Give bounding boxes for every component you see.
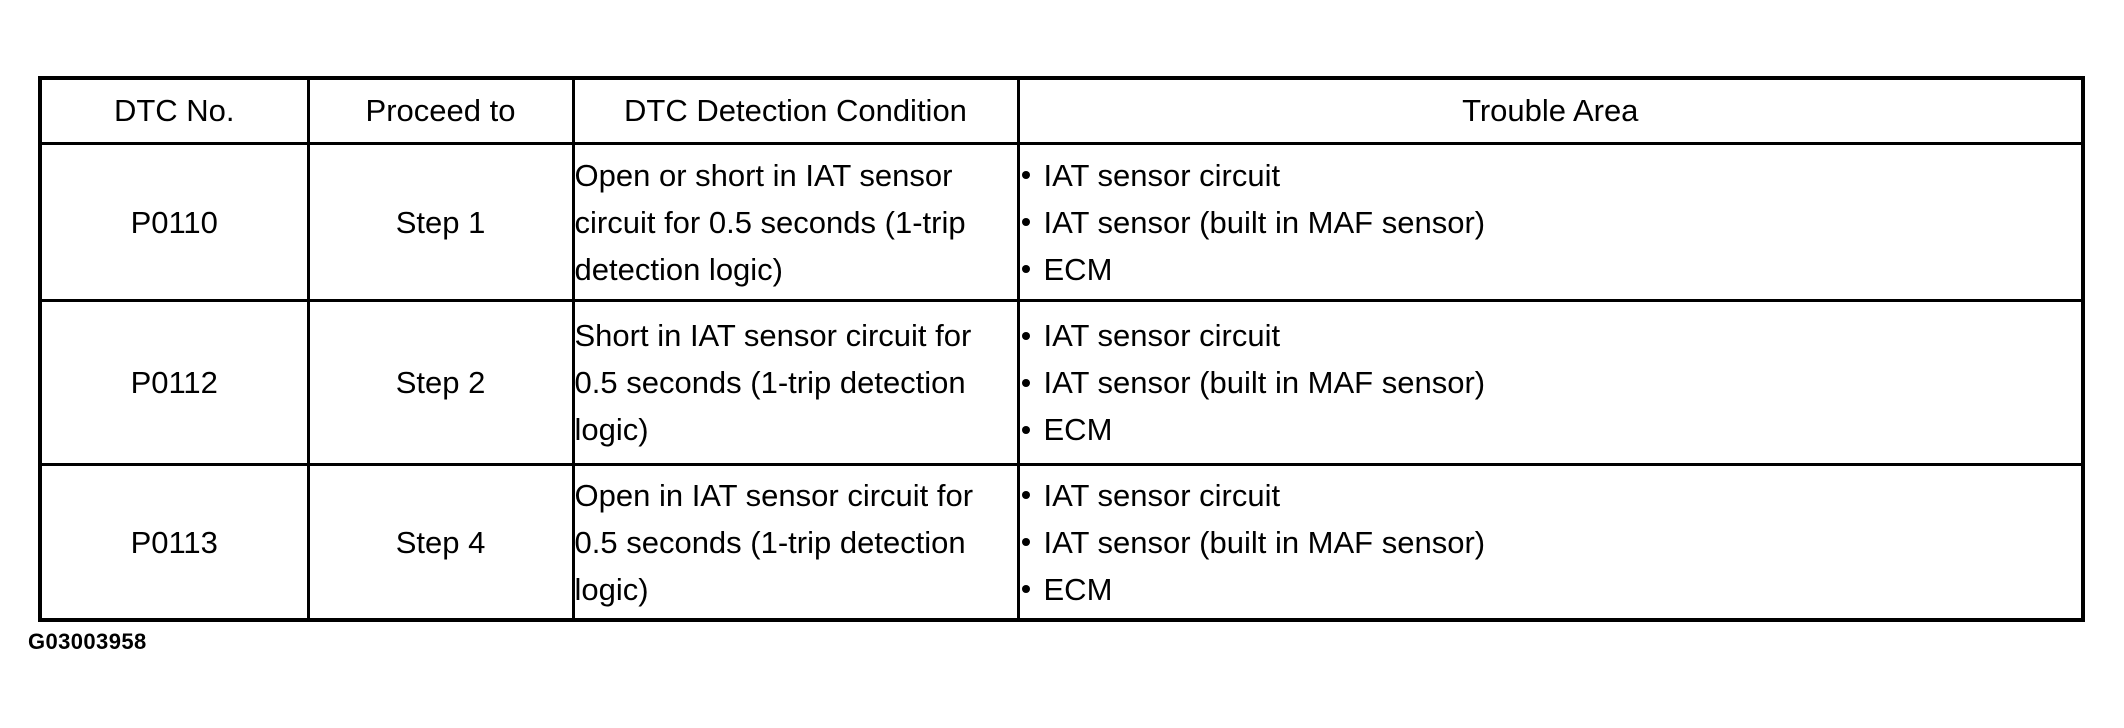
cell-trouble-area: IAT sensor circuit IAT sensor (built in … — [1016, 299, 2085, 466]
detection-condition-text: Short in IAT sensor circuit for 0.5 seco… — [574, 318, 972, 447]
bullet-icon — [1021, 331, 1030, 340]
bullet-icon — [1021, 425, 1030, 434]
table-row: P0112 Step 2 Short in IAT sensor circuit… — [38, 299, 2085, 466]
trouble-area-list: IAT sensor circuit IAT sensor (built in … — [1020, 312, 2082, 453]
cell-dtc-no: P0110 — [38, 142, 310, 302]
list-item: IAT sensor circuit — [1020, 152, 2082, 199]
cell-proceed-to: Step 2 — [306, 299, 575, 466]
cell-proceed-to: Step 4 — [306, 463, 575, 622]
figure-id-caption: G03003958 — [28, 629, 147, 654]
cell-dtc-no: P0112 — [38, 299, 310, 466]
dtc-table-container: DTC No. Proceed to DTC Detection Conditi… — [38, 76, 2085, 622]
trouble-area-text: IAT sensor circuit — [1043, 318, 1281, 353]
cell-detection-condition: Short in IAT sensor circuit for 0.5 seco… — [571, 299, 1020, 466]
bullet-icon — [1021, 378, 1030, 387]
dtc-diagnostic-table: DTC No. Proceed to DTC Detection Conditi… — [38, 76, 2085, 622]
list-item: IAT sensor circuit — [1020, 312, 2082, 359]
detection-condition-text: Open or short in IAT sensor circuit for … — [574, 157, 966, 287]
list-item: IAT sensor circuit — [1020, 472, 2082, 519]
column-header-trouble-area: Trouble Area — [1016, 76, 2085, 145]
trouble-area-text: IAT sensor (built in MAF sensor) — [1043, 365, 1486, 400]
list-item: ECM — [1020, 406, 2082, 453]
trouble-area-text: ECM — [1043, 571, 1113, 607]
trouble-area-text: IAT sensor circuit — [1043, 157, 1281, 193]
detection-condition-text: Open in IAT sensor circuit for 0.5 secon… — [574, 477, 974, 607]
trouble-area-text: ECM — [1043, 251, 1113, 287]
bullet-icon — [1021, 491, 1030, 499]
trouble-area-text: IAT sensor (built in MAF sensor) — [1043, 524, 1486, 560]
cell-detection-condition: Open in IAT sensor circuit for 0.5 secon… — [571, 463, 1020, 622]
list-item: ECM — [1020, 566, 2082, 613]
trouble-area-text: ECM — [1043, 412, 1113, 447]
bullet-icon — [1021, 265, 1030, 273]
trouble-area-list: IAT sensor circuit IAT sensor (built in … — [1020, 152, 2082, 293]
trouble-area-text: IAT sensor circuit — [1043, 477, 1281, 513]
cell-detection-condition: Open or short in IAT sensor circuit for … — [571, 142, 1020, 302]
bullet-icon — [1021, 218, 1030, 226]
cell-dtc-no: P0113 — [38, 463, 310, 622]
table-header-row: DTC No. Proceed to DTC Detection Conditi… — [38, 76, 2085, 145]
bullet-icon — [1021, 171, 1030, 179]
table-row: P0110 Step 1 Open or short in IAT sensor… — [38, 142, 2085, 302]
bullet-icon — [1021, 585, 1030, 593]
trouble-area-list: IAT sensor circuit IAT sensor (built in … — [1020, 472, 2082, 613]
list-item: IAT sensor (built in MAF sensor) — [1020, 199, 2082, 246]
column-header-proceed-to: Proceed to — [306, 76, 575, 145]
bullet-icon — [1021, 538, 1030, 546]
list-item: IAT sensor (built in MAF sensor) — [1020, 359, 2082, 406]
trouble-area-text: IAT sensor (built in MAF sensor) — [1043, 204, 1486, 240]
cell-trouble-area: IAT sensor circuit IAT sensor (built in … — [1016, 463, 2085, 622]
list-item: ECM — [1020, 246, 2082, 293]
table-row: P0113 Step 4 Open in IAT sensor circuit … — [38, 463, 2085, 622]
column-header-dtc-no: DTC No. — [38, 76, 310, 145]
list-item: IAT sensor (built in MAF sensor) — [1020, 519, 2082, 566]
column-header-detection-condition: DTC Detection Condition — [571, 76, 1020, 145]
cell-trouble-area: IAT sensor circuit IAT sensor (built in … — [1016, 142, 2085, 302]
cell-proceed-to: Step 1 — [306, 142, 575, 302]
